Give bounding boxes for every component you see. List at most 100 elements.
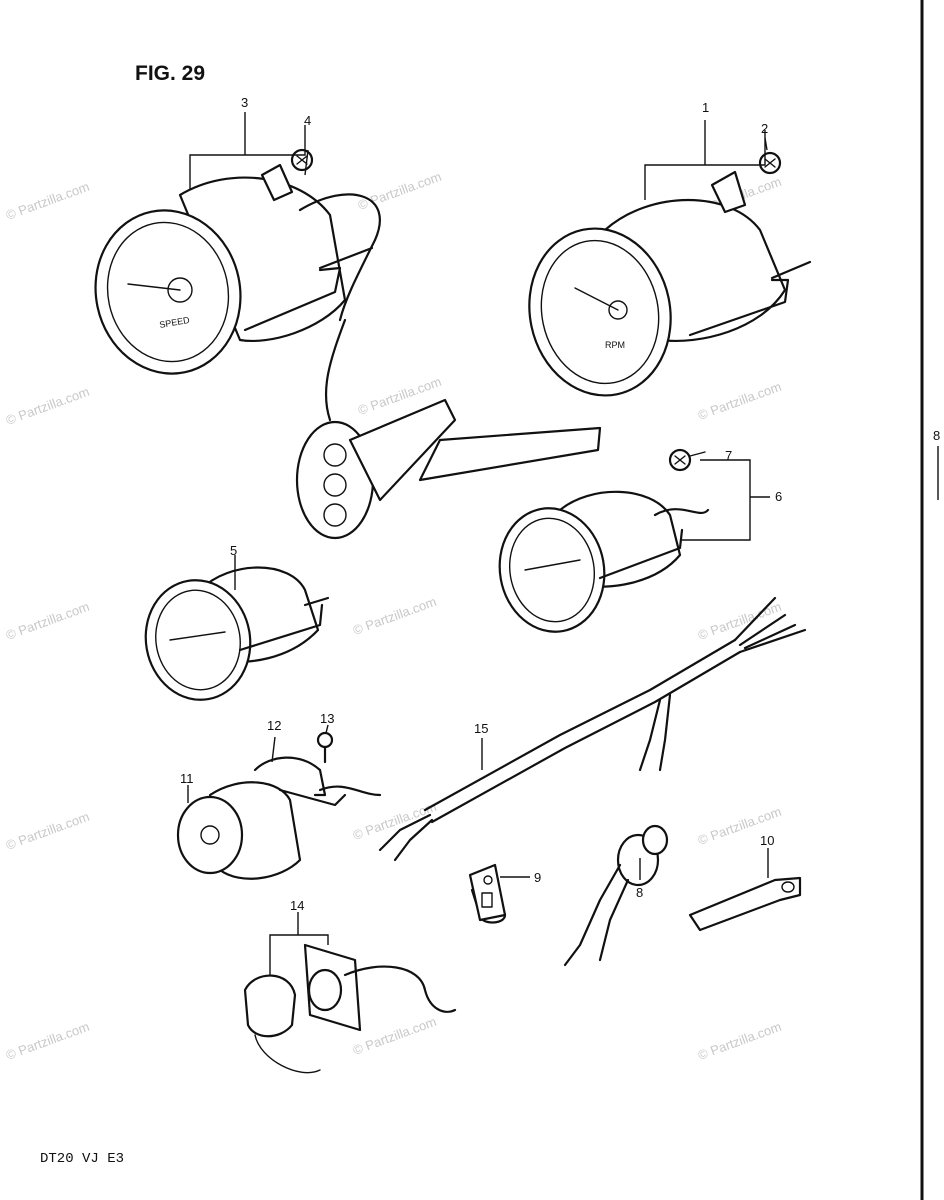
tacho-stud: [770, 260, 812, 280]
figure-title: FIG. 29: [135, 62, 205, 85]
connector14-wire: [343, 965, 457, 1013]
gauge5-dial-face: [155, 589, 241, 691]
callout-line-4: [304, 149, 309, 176]
part-11-buzzer: [176, 781, 302, 880]
speedo-bulb-socket: [260, 163, 294, 202]
speedo-cable-lower: [324, 318, 347, 422]
callout-line-13: [325, 724, 329, 734]
part-10-bracket: [688, 876, 802, 932]
gauge5-bracket: [238, 603, 324, 652]
callout-4: 4: [304, 113, 311, 128]
connector14-socket: [307, 968, 343, 1012]
callout-line-12: [271, 736, 276, 763]
watermark-7: © Partzilla.com: [4, 599, 91, 643]
callout-14: 14: [290, 898, 304, 913]
clamp-tab: [278, 788, 347, 807]
harness-branches: [733, 596, 807, 654]
part-4-bulb: [290, 148, 314, 172]
part-13-screw: [316, 731, 334, 764]
tacho-hub: [608, 300, 628, 320]
callout-8: 8: [636, 885, 643, 900]
callout-5: 5: [230, 543, 237, 558]
callout-9: 9: [534, 870, 541, 885]
tacho-needle: [574, 287, 619, 311]
tacho-bezel: [528, 227, 672, 397]
callout-12: 12: [267, 718, 281, 733]
part-6-gauge: [498, 490, 710, 633]
part-12-clamp: [253, 756, 382, 807]
lever-port-2: [323, 473, 347, 497]
part-7-bulb: [668, 448, 706, 472]
harness-left-ends: [378, 813, 434, 862]
callout-line-3: [189, 125, 306, 190]
tacho-dial-face: [540, 239, 660, 385]
callout-lines: [187, 112, 770, 975]
gauge5-bezel: [144, 579, 252, 701]
part-3-speedometer: SPEED: [94, 163, 374, 375]
part-5-gauge: [144, 566, 330, 701]
gauge6-dial-face: [508, 517, 596, 623]
lever-arm: [348, 398, 457, 502]
clamp-band: [253, 756, 327, 797]
part-1-tachometer: RPM: [528, 170, 812, 397]
callout-6: 6: [775, 489, 782, 504]
callout-2: 2: [761, 121, 768, 136]
part-2-bulb: [758, 151, 782, 175]
bulb-7-filament: [674, 455, 686, 465]
watermark-1: © Partzilla.com: [4, 179, 91, 223]
bracket10-body: [688, 876, 802, 932]
callout-line-6: [680, 459, 751, 541]
lever-port-1: [323, 443, 347, 467]
harness-lower-branches: [638, 693, 672, 772]
gauge6-bracket: [598, 528, 684, 580]
speedo-stud: [318, 246, 374, 270]
lever-handle: [418, 426, 602, 482]
part-8-switch: [563, 824, 669, 967]
connector14-cap-strap: [254, 1034, 321, 1074]
watermark-2: © Partzilla.com: [356, 169, 443, 213]
switch8-knob: [641, 824, 669, 856]
lever-port-3: [323, 503, 347, 527]
bulb-2-filament: [764, 158, 776, 168]
part-15-harness: [378, 596, 807, 862]
plate9-slot: [481, 892, 493, 908]
control-lever-assembly: [295, 398, 602, 540]
bulb-7-base: [689, 451, 706, 457]
gauge5-needle: [169, 631, 226, 641]
watermark-13: © Partzilla.com: [4, 1019, 91, 1063]
speedo-needle: [127, 283, 181, 291]
speedo-bracket: [243, 266, 342, 332]
speedo-cable-loop: [298, 193, 381, 322]
callout-1: 1: [702, 100, 709, 115]
watermark-15: © Partzilla.com: [696, 1019, 783, 1063]
callout-3: 3: [241, 95, 248, 110]
gauge5-stud: [303, 596, 330, 607]
harness-main-2: [430, 650, 742, 824]
callout-13: 13: [320, 711, 334, 726]
callout-7: 7: [725, 448, 732, 463]
buzzer-center: [200, 825, 220, 845]
gauge6-needle: [524, 559, 581, 571]
part-9-plate: [468, 863, 507, 924]
buzzer-face: [176, 795, 244, 875]
switch8-wire: [563, 863, 622, 967]
tacho-bracket: [688, 278, 790, 337]
watermark-8: © Partzilla.com: [351, 594, 438, 638]
figure-footer: DT20 VJ E3: [40, 1151, 124, 1167]
tacho-bulb-socket: [710, 170, 747, 214]
speedo-hub: [167, 277, 193, 303]
bracket10-hole: [781, 881, 795, 893]
screw-13-icon: [316, 731, 334, 749]
callout-10: 10: [760, 833, 774, 848]
gauge6-wire: [653, 508, 710, 517]
callout-15: 15: [474, 721, 488, 736]
bulb-4-filament: [296, 155, 308, 165]
gauge6-bezel: [498, 507, 606, 633]
speedo-dial-face: [106, 221, 230, 363]
clamp-wire: [318, 785, 382, 797]
speedo-body: [178, 176, 347, 342]
tacho-dial-label: RPM: [605, 340, 625, 350]
callout-line-2: [764, 137, 768, 151]
